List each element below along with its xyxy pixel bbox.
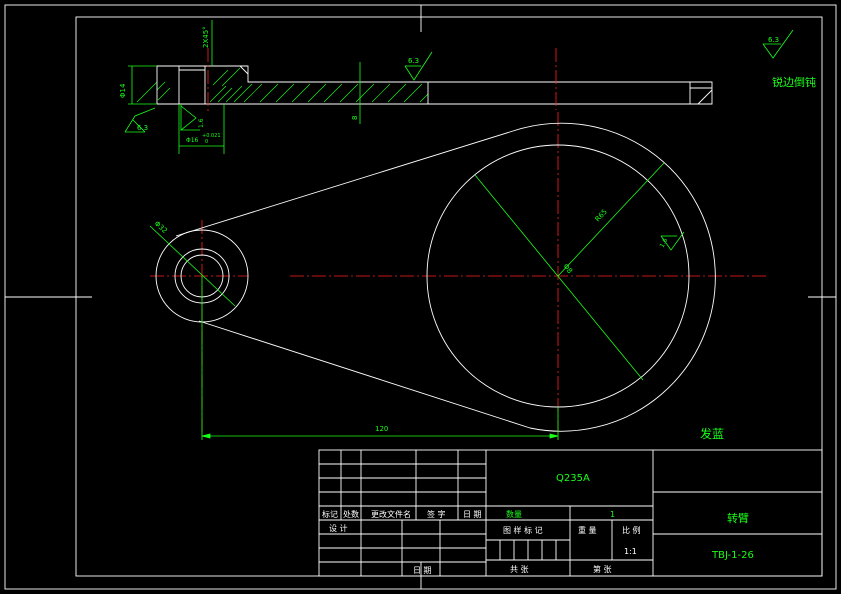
- note-heat: 发蓝: [700, 426, 724, 441]
- tb-date: 日 期: [413, 566, 432, 575]
- outer-frame: [4, 4, 837, 590]
- tb-drawing-no: TBJ-1-26: [711, 550, 754, 561]
- tb-scale: 比 例: [622, 525, 641, 535]
- roughness-section-top-value: 6.3: [408, 57, 419, 65]
- large-boss-arc: [512, 122, 716, 432]
- dim-phi16: Φ16: [186, 137, 199, 144]
- section-hatch: [136, 67, 429, 103]
- dim-r-large: R65: [594, 208, 609, 224]
- roughness-section-top: [404, 51, 433, 81]
- tb-h-file: 更改文件名: [371, 509, 411, 519]
- roughness-circle-value: 1.6: [659, 237, 670, 249]
- centering-marks: [5, 5, 836, 589]
- tb-h-mark: 标记: [322, 509, 338, 519]
- tb-stage: 图 样 标 记: [503, 525, 543, 535]
- dim-phi-small: Φ32: [153, 220, 169, 236]
- dim-thickness: 8: [351, 116, 359, 120]
- dim-phi16-tol-low: 0: [205, 139, 208, 145]
- tb-scale-value: 1:1: [624, 547, 637, 556]
- dim-phi-large: Φ8: [561, 262, 573, 275]
- tb-weight: 重 量: [578, 525, 597, 535]
- roughness-bore-value: 1.6: [198, 118, 205, 128]
- tb-qty-label: 数量: [506, 509, 522, 519]
- dim-length: 120: [375, 425, 388, 433]
- tb-h-date: 日 期: [463, 510, 482, 519]
- tb-h-sign: 签 字: [427, 509, 446, 519]
- roughness-bore: [180, 104, 200, 131]
- tb-design: 设 计: [329, 523, 348, 533]
- roughness-circle: [660, 231, 685, 251]
- dim-chamfer: 2X45°: [202, 26, 210, 48]
- dim-phi16-tol: +0.021: [202, 133, 221, 139]
- roughness-corner: [762, 29, 794, 59]
- main-view: Φ32 R65 Φ8 1.6 120: [149, 112, 768, 440]
- title-block: [318, 449, 823, 577]
- note-deburr: 锐边倒钝: [772, 75, 816, 89]
- tb-h-count: 处数: [343, 509, 359, 519]
- tb-sheets-total: 共 张: [510, 565, 529, 574]
- section-view: Φ14 2X45° Φ16 +0.021 0 8 6.3 6.3: [119, 20, 713, 154]
- roughness-corner-value: 6.3: [768, 36, 779, 44]
- tb-part-name: 转臂: [727, 511, 749, 525]
- dim-phi14: Φ14: [119, 83, 127, 98]
- roughness-left: [124, 107, 156, 133]
- tb-sheet-no: 第 张: [593, 564, 612, 574]
- arm-outline-bottom: [198, 320, 531, 429]
- tb-material: Q235A: [556, 473, 590, 484]
- arm-outline-top: [175, 130, 514, 237]
- section-outline: [156, 65, 713, 105]
- roughness-left-value: 6.3: [137, 124, 148, 132]
- tb-qty-value: 1: [610, 510, 615, 519]
